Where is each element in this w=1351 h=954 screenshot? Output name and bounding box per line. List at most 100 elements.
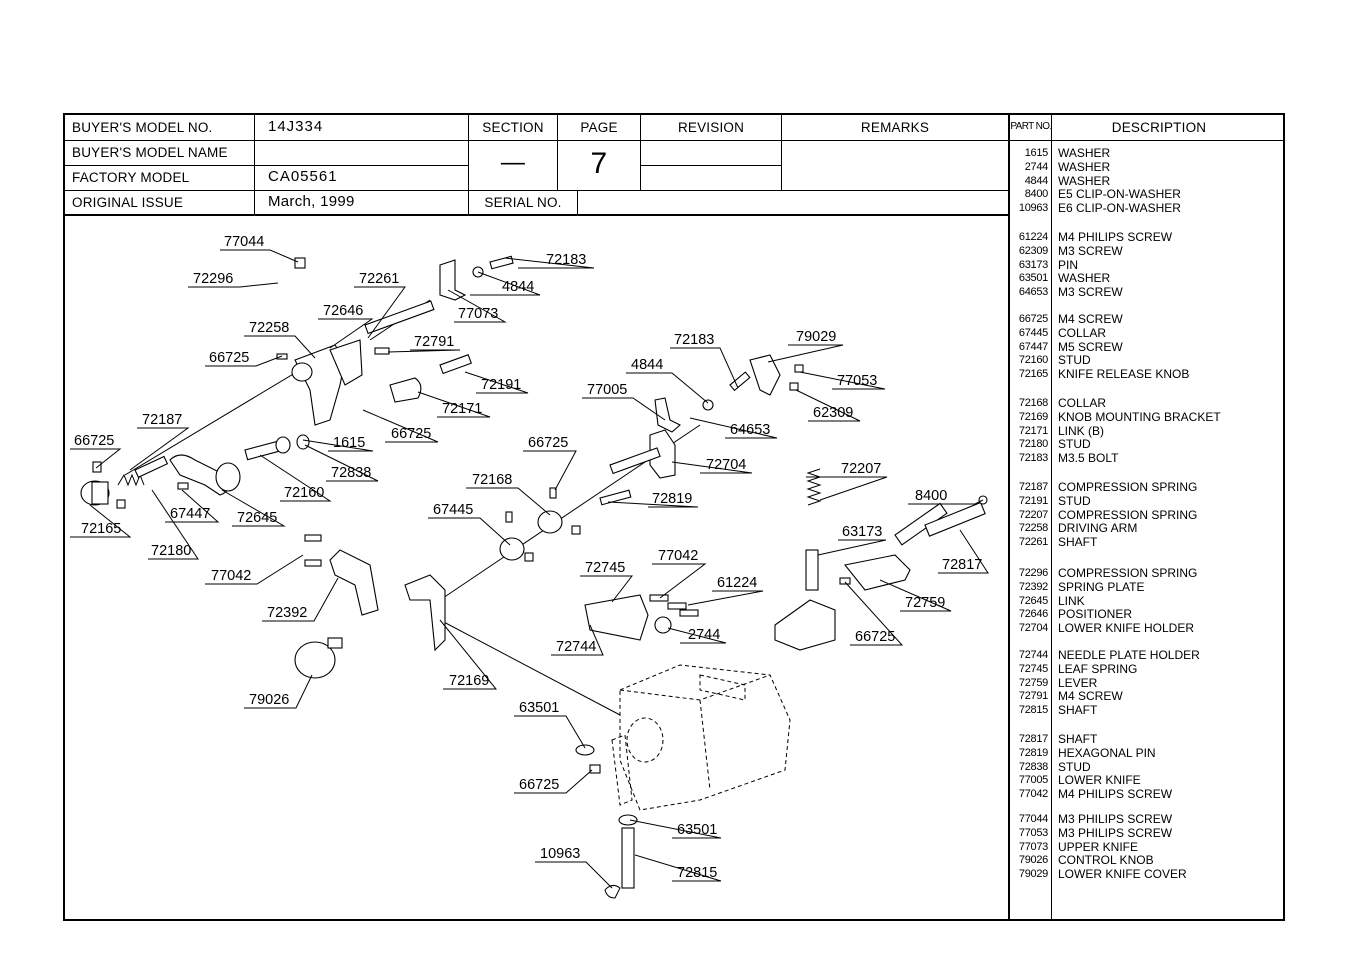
callout-leader — [70, 504, 132, 538]
callout-label: 77073 — [458, 306, 498, 322]
callout-leader — [148, 489, 199, 560]
callout-label: 72704 — [706, 457, 746, 473]
part-number: 72745 — [1018, 662, 1048, 675]
factory-model: CA05561 — [268, 168, 338, 185]
callout-leader — [689, 417, 778, 439]
header-line — [577, 190, 578, 215]
part-description: STUD — [1058, 353, 1091, 368]
callout-leader — [667, 627, 727, 644]
part-number: 77044 — [1018, 813, 1048, 825]
part-description: M3 PHILIPS SCREW — [1058, 825, 1173, 840]
callout-leader — [634, 854, 722, 882]
part-number: 72160 — [1018, 354, 1048, 367]
callout-label: 64653 — [730, 422, 770, 438]
part-description: COMPRESSION SPRING — [1058, 507, 1198, 522]
callout-label: 72165 — [81, 521, 121, 537]
part-number: 72187 — [1018, 481, 1048, 493]
header-line — [63, 140, 1285, 141]
callout-leader — [259, 454, 332, 502]
callout-leader — [220, 249, 299, 263]
callout-leader — [417, 391, 491, 418]
part-description: COMPRESSION SPRING — [1058, 480, 1198, 494]
callout-label: 63501 — [519, 700, 559, 716]
callout-label: 10963 — [540, 846, 580, 862]
callout-label: 72392 — [267, 605, 307, 621]
callout-label: 72296 — [193, 271, 233, 287]
part-number: 72646 — [1018, 608, 1048, 621]
machine-body-outline — [611, 664, 791, 811]
part-description: LINK (B) — [1058, 423, 1105, 438]
callout-leader — [795, 389, 861, 422]
factory-model-label: FACTORY MODEL — [72, 170, 190, 185]
callout-leader — [302, 439, 374, 452]
part-number: 66725 — [1018, 313, 1048, 325]
callout-label: 77053 — [837, 373, 877, 389]
callout-label: 72183 — [546, 252, 586, 268]
part-number: 64653 — [1018, 286, 1048, 299]
part-number: 72296 — [1018, 567, 1048, 579]
callout-label: 72745 — [585, 560, 625, 576]
callout-leader — [466, 487, 551, 516]
callout-leader — [262, 577, 339, 622]
callout-leader — [607, 501, 699, 508]
part-description: LOWER KNIFE COVER — [1058, 867, 1187, 882]
original-issue-label: ORIGINAL ISSUE — [72, 195, 184, 210]
callout-leader — [244, 335, 316, 359]
callout-leader — [354, 286, 406, 339]
part-description: SPRING PLATE — [1058, 579, 1145, 594]
part-description: LINK — [1058, 593, 1085, 608]
part-number: 72183 — [1018, 452, 1048, 465]
part-description: DRIVING ARM — [1058, 521, 1138, 536]
callout-leader — [535, 861, 613, 889]
part-description: WASHER — [1058, 271, 1111, 286]
callout-leader — [514, 769, 593, 794]
part-description: M3 PHILIPS SCREW — [1058, 812, 1173, 826]
section-value: — — [500, 149, 526, 176]
part-number: 67445 — [1018, 326, 1048, 339]
callout-leader — [806, 476, 888, 501]
header-line — [557, 113, 558, 190]
part-number: 72180 — [1018, 438, 1048, 451]
description-label: DESCRIPTION — [1111, 120, 1207, 135]
part-description: LOWER KNIFE — [1058, 773, 1141, 788]
part-description: PIN — [1058, 257, 1079, 272]
part-description: WASHER — [1058, 173, 1111, 188]
part-number: 72392 — [1018, 580, 1048, 593]
part-description: M4 PHILIPS SCREW — [1058, 230, 1173, 244]
callout-leader — [687, 590, 764, 606]
part-description: KNOB MOUNTING BRACKET — [1058, 409, 1221, 424]
part-number: 77005 — [1018, 774, 1048, 787]
part-number: 72171 — [1018, 424, 1048, 437]
callout-leader — [165, 489, 220, 523]
part-number: 72817 — [1018, 733, 1048, 745]
callout-label: 72183 — [674, 332, 714, 348]
callout-leader — [629, 819, 722, 839]
buyers-model-no: 14J334 — [268, 118, 324, 135]
part-number: 72207 — [1018, 508, 1048, 521]
part-description: COLLAR — [1058, 325, 1107, 340]
part-description: WASHER — [1058, 159, 1111, 174]
part-number: 79026 — [1018, 854, 1048, 867]
callout-leader — [799, 371, 886, 390]
callout-leader — [879, 579, 952, 612]
callout-label: 72169 — [449, 673, 489, 689]
page-number: 7 — [590, 147, 608, 180]
callout-label: 72817 — [942, 557, 982, 573]
callout-label: 4844 — [631, 357, 663, 373]
header-line — [254, 113, 255, 215]
serial-no-label: SERIAL NO. — [484, 195, 562, 210]
part-no-label: PART NO. — [1010, 121, 1052, 132]
part-number: 72168 — [1018, 397, 1048, 409]
callout-label: 67447 — [170, 506, 210, 522]
callout-label: 77042 — [211, 568, 251, 584]
part-description: SHAFT — [1058, 535, 1098, 550]
callout-label: 72258 — [249, 320, 289, 336]
part-number: 72165 — [1018, 368, 1048, 381]
callout-leader — [447, 289, 507, 323]
part-description: COLLAR — [1058, 396, 1107, 410]
callout-leader — [670, 347, 739, 389]
part-number: 62309 — [1018, 244, 1048, 257]
callout-leader — [767, 344, 844, 363]
part-number: 67447 — [1018, 340, 1048, 353]
